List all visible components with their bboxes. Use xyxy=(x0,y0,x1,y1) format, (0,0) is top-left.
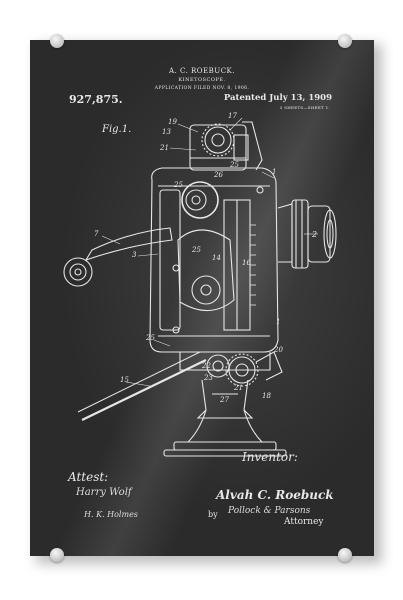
header-filed-date: APPLICATION FILED NOV. 8, 1906. xyxy=(154,86,250,91)
callout-27: 27 xyxy=(220,396,229,404)
witness-signature-2: H. K. Holmes xyxy=(84,510,138,519)
patent-number: 927,875. xyxy=(69,93,123,106)
callout-20: 20 xyxy=(274,346,283,354)
inventor-signature: Alvah C. Roebuck xyxy=(216,488,334,502)
callout-15: 15 xyxy=(120,376,129,384)
callout-26: 26 xyxy=(214,171,223,179)
attorney-label: Attorney xyxy=(284,517,324,527)
callout-7: 7 xyxy=(94,230,99,238)
callout-25-d: 25 xyxy=(146,334,155,342)
main-body xyxy=(149,167,279,353)
figure-label: Fig.1. xyxy=(102,124,132,135)
callout-3: 3 xyxy=(132,251,137,259)
callout-14: 14 xyxy=(212,254,221,262)
callout-18: 18 xyxy=(262,392,271,400)
attest-label: Attest: xyxy=(68,470,109,484)
callout-25-c: 25 xyxy=(192,246,201,254)
inventor-label: Inventor: xyxy=(242,450,298,464)
callout-25-a: 25 xyxy=(230,161,239,169)
patent-date: Patented July 13, 1909 xyxy=(223,93,332,103)
callout-1-top: 1 xyxy=(272,168,277,176)
by-label: by xyxy=(208,510,218,519)
header-title: KINETOSCOPE. xyxy=(178,77,226,83)
leader-lines xyxy=(101,117,318,387)
mount-pin-top-left xyxy=(50,34,64,48)
witness-signature-1: Harry Wolf xyxy=(76,487,132,498)
mount-pin-bottom-left xyxy=(50,548,64,562)
callout-16: 16 xyxy=(242,259,251,267)
pedestal-stand xyxy=(163,379,287,457)
callout-2: 2 xyxy=(312,230,318,239)
attorney-signature: Pollock & Parsons xyxy=(228,506,311,516)
bottom-gear-assembly xyxy=(77,351,283,421)
callout-1-bottom: 1 xyxy=(276,318,281,326)
crank-handle xyxy=(63,181,219,287)
patent-poster: A. C. ROEBUCK. KINETOSCOPE. APPLICATION … xyxy=(30,40,374,556)
callout-21-bottom: 21 xyxy=(234,384,243,392)
callout-17: 17 xyxy=(228,112,237,120)
mount-pin-top-right xyxy=(338,34,352,48)
callout-13: 13 xyxy=(162,128,171,136)
sheet-count: 3 SHEETS—SHEET 1. xyxy=(279,105,330,110)
kinetoscope-drawing xyxy=(63,117,337,457)
lens-barrel xyxy=(277,199,337,269)
header-inventor-name: A. C. ROEBUCK. xyxy=(168,67,236,75)
mount-pin-bottom-right xyxy=(338,548,352,562)
top-gear-assembly xyxy=(189,121,263,171)
callout-19: 19 xyxy=(168,118,177,126)
callout-22: 22 xyxy=(202,362,211,370)
callout-21-top: 21 xyxy=(160,144,169,152)
callout-25-b: 25 xyxy=(174,181,183,189)
callout-23: 23 xyxy=(204,374,213,382)
